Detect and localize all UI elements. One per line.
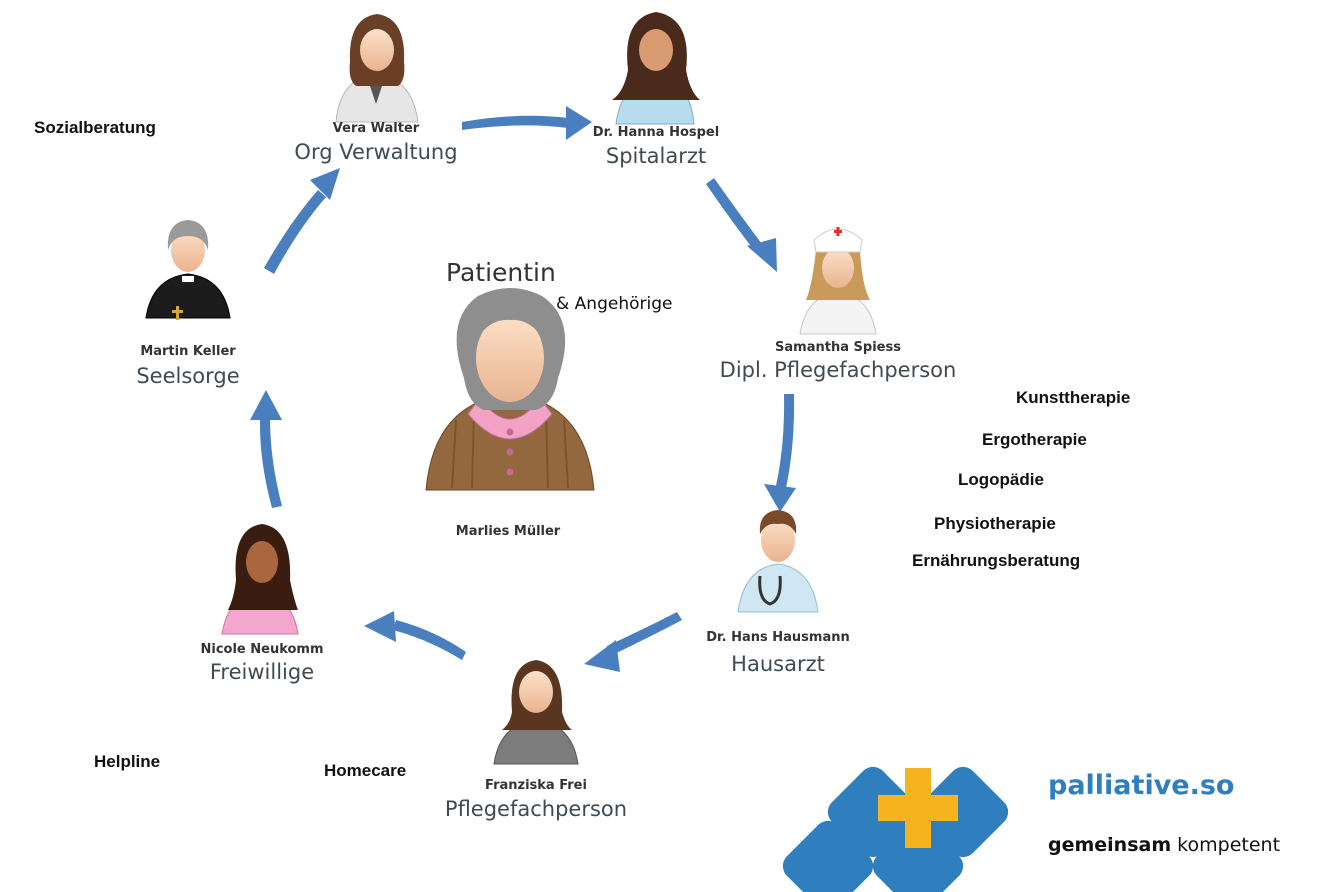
patient-title: Patientin bbox=[446, 258, 556, 287]
avatar-nicole-neukomm bbox=[221, 524, 299, 635]
label-helpline: Helpline bbox=[94, 752, 161, 771]
label-kunsttherapie: Kunsttherapie bbox=[1016, 388, 1131, 407]
label-sozialberatung: Sozialberatung bbox=[34, 118, 156, 137]
label-homecare: Homecare bbox=[324, 761, 407, 780]
person-name-hanna-hospel: Dr. Hanna Hospel bbox=[592, 125, 720, 140]
label-physiotherapie: Physiotherapie bbox=[934, 514, 1056, 533]
person-role-org-verwaltung: Org Verwaltung bbox=[294, 140, 458, 164]
person-name-nicole-neukomm: Nicole Neukomm bbox=[200, 642, 324, 657]
avatar-franziska-frei bbox=[493, 660, 579, 765]
avatar-samantha-spiess bbox=[799, 227, 877, 335]
person-role-pflegefachperson: Pflegefachperson bbox=[444, 797, 628, 821]
patient-subtitle: & Angehörige bbox=[556, 294, 673, 314]
brand-tagline: gemeinsam kompetent bbox=[1048, 834, 1280, 856]
brand-name: palliative.so bbox=[1048, 770, 1235, 801]
arrow-verwaltung-to-spitalarzt bbox=[462, 106, 592, 140]
arrow-franziska-to-nicole bbox=[364, 611, 466, 660]
arrow-pflege-to-hausarzt bbox=[764, 394, 796, 512]
person-role-spitalarzt: Spitalarzt bbox=[605, 144, 707, 168]
person-role-dipl-pflegefachperson: Dipl. Pflegefachperson bbox=[719, 358, 957, 382]
person-role-hausarzt: Hausarzt bbox=[731, 652, 825, 676]
avatar-vera-walter bbox=[335, 14, 419, 123]
label-ergotherapie: Ergotherapie bbox=[982, 430, 1087, 449]
avatar-hans-hausmann bbox=[737, 510, 819, 613]
arrow-nicole-to-martin bbox=[250, 390, 282, 508]
person-name-franziska-frei: Franziska Frei bbox=[485, 778, 587, 793]
person-name-vera-walter: Vera Walter bbox=[332, 121, 420, 136]
label-ernaehrungsberatung: Ernährungsberatung bbox=[912, 551, 1081, 570]
avatar-hanna-hospel bbox=[612, 12, 700, 125]
person-role-seelsorge: Seelsorge bbox=[136, 364, 240, 388]
tagline-bold: gemeinsam bbox=[1048, 834, 1172, 856]
patient-name: Marlies Müller bbox=[455, 524, 561, 539]
person-role-freiwillige: Freiwillige bbox=[209, 660, 315, 684]
label-logopaedie: Logopädie bbox=[958, 470, 1044, 489]
person-name-samantha-spiess: Samantha Spiess bbox=[775, 340, 901, 355]
arrow-martin-to-vera bbox=[264, 168, 340, 274]
arrow-spitalarzt-to-pflege bbox=[706, 178, 777, 272]
tagline-rest: kompetent bbox=[1171, 834, 1281, 856]
palliative-logo-icon bbox=[782, 766, 1009, 892]
person-name-hans-hausmann: Dr. Hans Hausmann bbox=[706, 630, 850, 645]
avatar-martin-keller bbox=[145, 220, 231, 320]
arrow-hausarzt-to-franziska bbox=[584, 612, 682, 672]
person-name-martin-keller: Martin Keller bbox=[140, 344, 236, 359]
avatar-patientin bbox=[425, 288, 595, 491]
cycle-arrows bbox=[250, 106, 796, 672]
